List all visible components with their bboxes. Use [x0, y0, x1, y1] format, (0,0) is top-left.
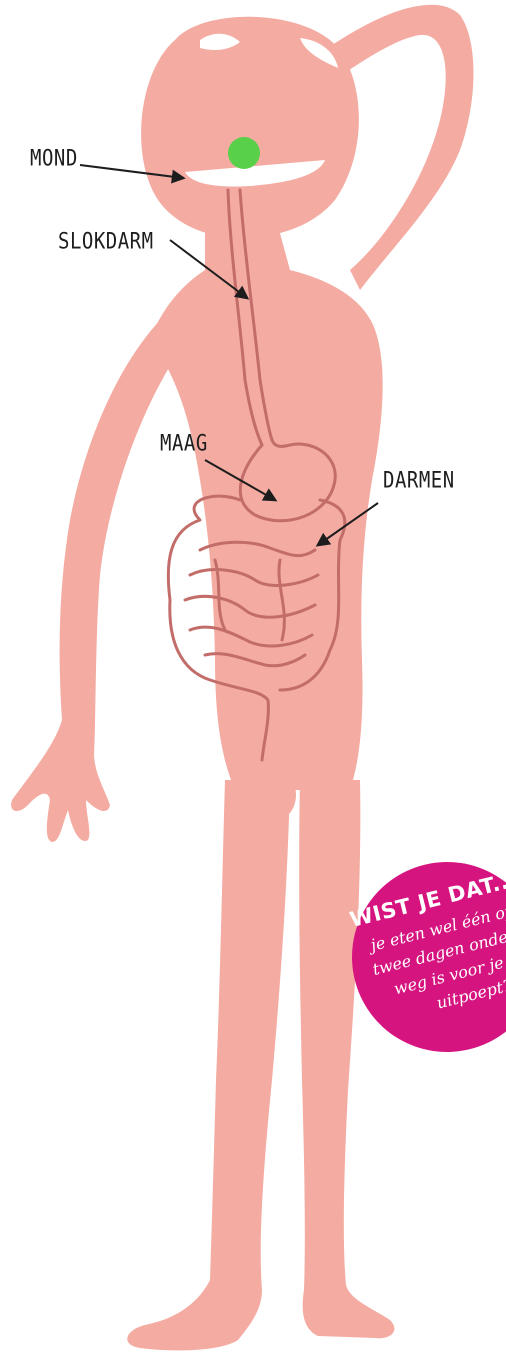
food-bite	[228, 137, 260, 169]
label-darmen: DARMEN	[383, 468, 455, 493]
right-leg	[299, 780, 394, 1338]
label-mond: MOND	[30, 146, 78, 171]
torso	[150, 215, 383, 790]
label-slokdarm: SLOKDARM	[58, 229, 154, 254]
label-maag: MAAG	[160, 431, 208, 456]
crotch	[260, 771, 296, 819]
left-arm	[11, 315, 180, 842]
left-leg	[127, 780, 290, 1350]
